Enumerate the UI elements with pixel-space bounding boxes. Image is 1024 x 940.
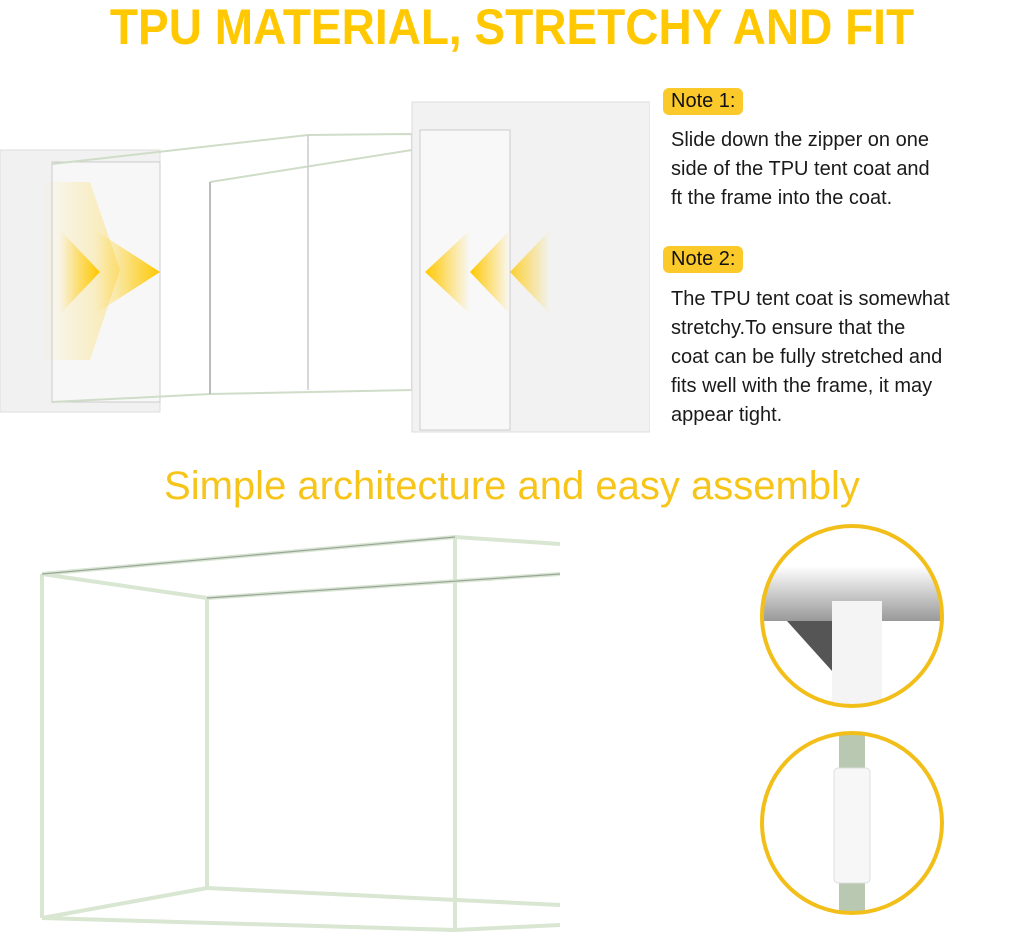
page-title: TPU MATERIAL, STRETCHY AND FIT bbox=[109, 0, 915, 55]
tent-coat-illustration bbox=[0, 101, 650, 433]
tee-joint-detail bbox=[760, 524, 944, 708]
note-2-line: coat can be fully stretched and bbox=[671, 346, 943, 368]
note-2-badge: Note 2: bbox=[663, 246, 744, 273]
section-title: Simple architecture and easy assembly bbox=[164, 464, 860, 508]
note-1-line: ft the frame into the coat. bbox=[671, 187, 893, 209]
frame-illustration bbox=[40, 534, 561, 933]
note-2-line: fits well with the frame, it may bbox=[671, 375, 933, 397]
note-1-text: Slide down the zipper on one side of the… bbox=[671, 126, 930, 213]
note-1-line: side of the TPU tent coat and bbox=[671, 158, 930, 180]
note-2-line: The TPU tent coat is somewhat bbox=[671, 288, 950, 310]
note-2-line: stretchy.To ensure that the bbox=[671, 317, 906, 339]
note-1-line: Slide down the zipper on one bbox=[671, 129, 929, 151]
note-2-text: The TPU tent coat is somewhat stretchy.T… bbox=[671, 285, 950, 430]
note-2-line: appear tight. bbox=[671, 404, 783, 426]
connector-detail bbox=[760, 731, 944, 915]
note-1-badge: Note 1: bbox=[663, 88, 744, 115]
